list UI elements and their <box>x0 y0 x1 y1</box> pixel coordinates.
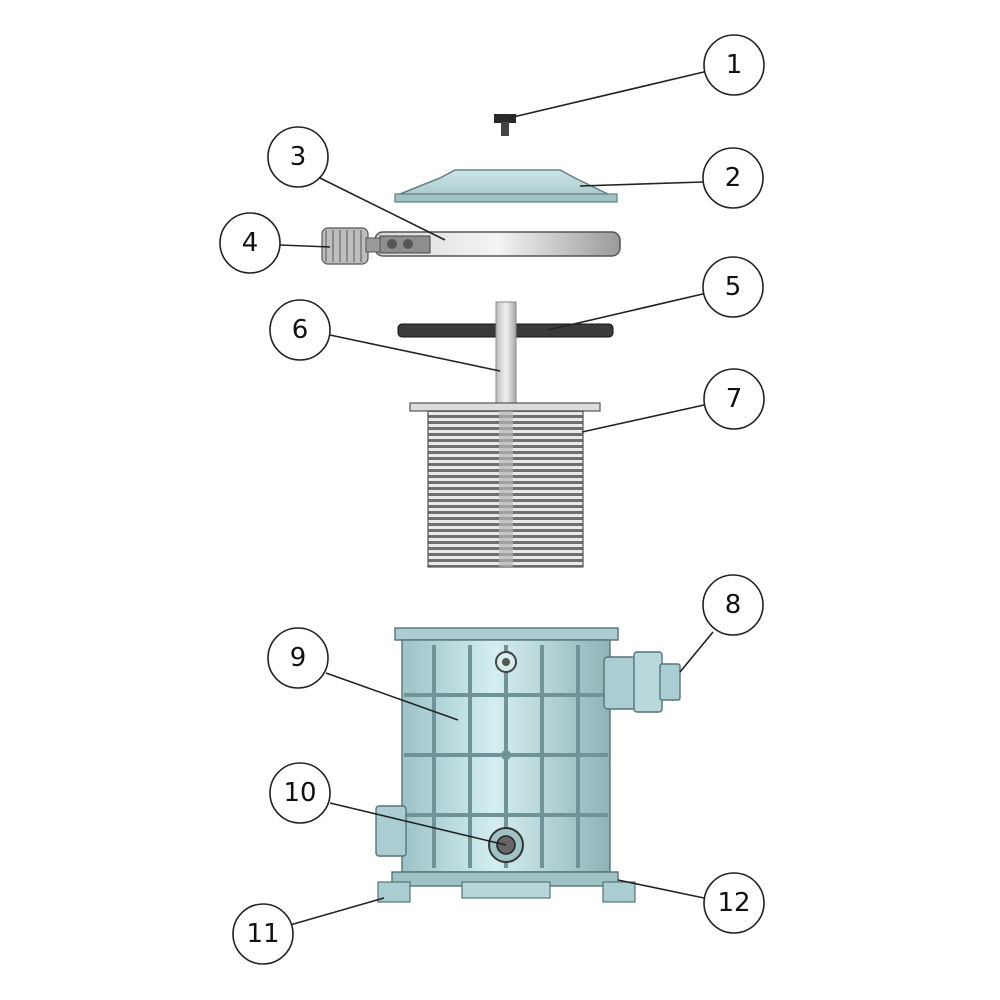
leader-10 <box>329 802 507 846</box>
svg-text:1: 1 <box>726 50 743 80</box>
callout-6: 6 <box>269 299 331 361</box>
clamp-band <box>374 231 621 257</box>
leader-2 <box>579 181 704 187</box>
leader-7 <box>581 404 705 433</box>
outlet-union <box>603 651 681 713</box>
svg-text:12: 12 <box>717 888 750 918</box>
callout-9: 9 <box>267 627 329 689</box>
leader-8 <box>679 631 714 673</box>
leader-1 <box>508 70 709 119</box>
inlet-port <box>375 805 407 857</box>
svg-text:9: 9 <box>290 643 307 673</box>
callouts: 1 2 3 4 5 6 7 8 <box>219 34 765 965</box>
svg-text:4: 4 <box>242 228 259 258</box>
callout-8: 8 <box>702 574 764 636</box>
leader-6 <box>329 334 501 372</box>
base <box>377 871 636 903</box>
callout-10: 10 <box>269 762 331 824</box>
air-release-screw <box>494 114 516 136</box>
svg-text:8: 8 <box>725 590 742 620</box>
leader-12 <box>617 879 705 899</box>
callout-11: 11 <box>232 903 294 965</box>
callout-12: 12 <box>703 872 765 934</box>
leader-4 <box>279 244 331 248</box>
svg-text:2: 2 <box>725 163 742 193</box>
center-tube <box>495 301 517 405</box>
leader-9 <box>325 672 459 721</box>
svg-text:6: 6 <box>292 315 309 345</box>
svg-text:5: 5 <box>725 272 742 302</box>
svg-text:7: 7 <box>726 384 743 414</box>
callout-5: 5 <box>702 256 764 318</box>
clamp-knob <box>321 227 381 265</box>
callout-2: 2 <box>702 147 764 209</box>
svg-text:10: 10 <box>283 778 316 808</box>
lid <box>394 169 618 203</box>
callout-3: 3 <box>267 126 329 188</box>
callout-1: 1 <box>703 34 765 96</box>
callout-7: 7 <box>703 368 765 430</box>
leader-3 <box>319 177 446 241</box>
leader-11 <box>289 897 385 926</box>
leader-lines <box>279 70 714 926</box>
filter-cartridge <box>409 402 601 568</box>
svg-text:11: 11 <box>246 919 279 949</box>
callout-4: 4 <box>219 212 281 274</box>
leader-5 <box>547 292 708 331</box>
svg-text:3: 3 <box>290 142 307 172</box>
